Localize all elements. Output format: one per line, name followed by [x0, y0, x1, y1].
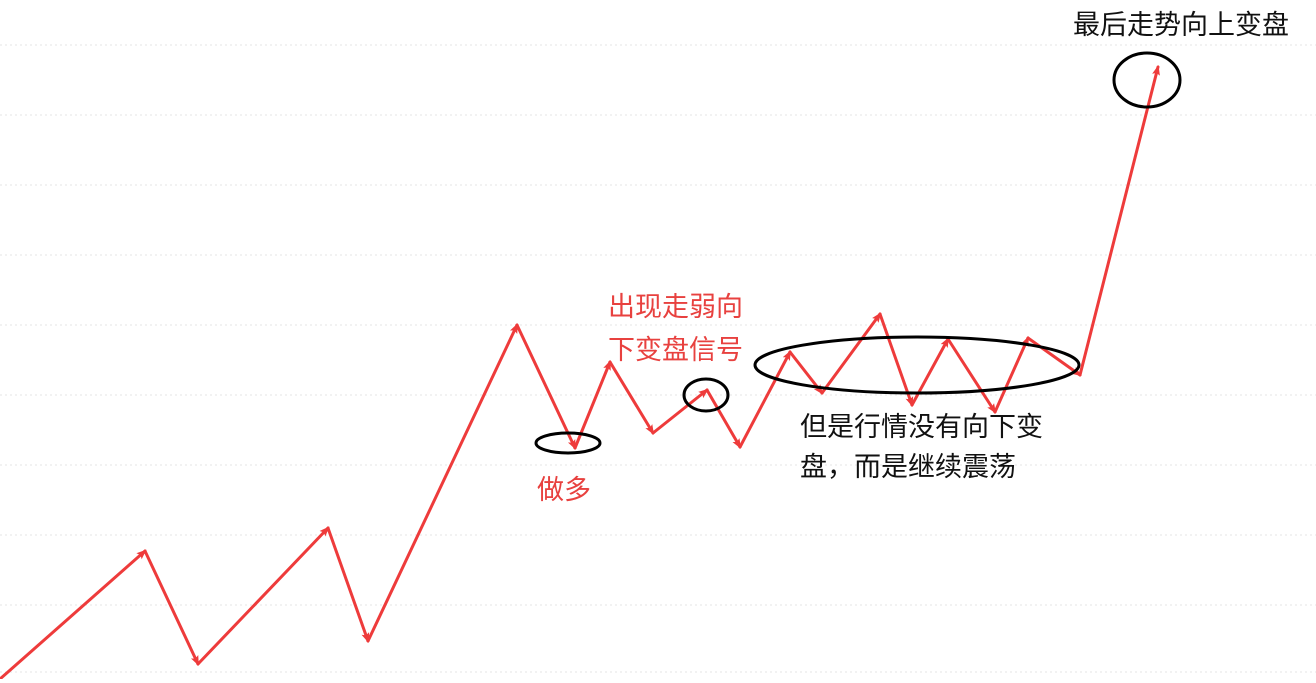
price-arrow [0, 549, 147, 681]
price-arrow [326, 526, 370, 643]
breakout-circle [1112, 51, 1182, 109]
price-arrow [993, 336, 1030, 414]
oscillation-label-line2: 盘，而是继续震荡 [800, 452, 1016, 483]
highlight-circles [534, 51, 1182, 455]
price-arrow [1078, 65, 1160, 377]
price-arrow [366, 323, 519, 643]
background-gridlines [0, 44, 1316, 673]
oscillation-label-line1: 但是行情没有向下变 [800, 412, 1043, 443]
price-arrow [196, 526, 330, 666]
price-arrow [946, 337, 997, 414]
price-arrow [143, 549, 200, 666]
price-arrow [878, 312, 914, 407]
price-arrow [738, 350, 792, 449]
weak-signal-label-line2: 下变盘信号 [608, 335, 743, 366]
final-breakout-label: 最后走势向上变盘 [1073, 10, 1289, 41]
buy-label: 做多 [537, 475, 591, 506]
weak-signal-label-line1: 出现走弱向 [608, 292, 743, 323]
price-arrow [820, 312, 882, 395]
price-arrow [515, 323, 577, 450]
price-arrows [0, 65, 1160, 681]
oscillation-range-circle [753, 335, 1081, 395]
weak-signal-circle [682, 377, 730, 413]
price-arrow [1026, 336, 1082, 377]
price-arrow [705, 388, 742, 449]
buy-point-circle [534, 431, 602, 455]
price-arrow [651, 388, 709, 435]
price-arrow [608, 360, 655, 435]
